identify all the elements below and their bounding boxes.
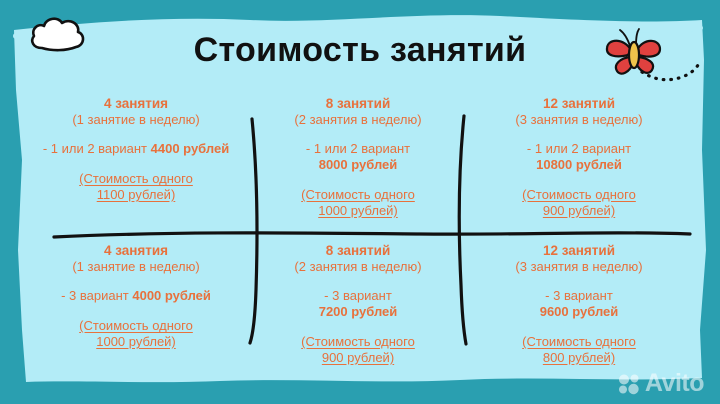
cell-option-prefix: - 3 вариант bbox=[545, 288, 613, 304]
cell-per-unit-line2: 1000 рублей) bbox=[318, 202, 398, 218]
cell-option-prefix: - 3 вариант bbox=[61, 288, 129, 304]
cell-option-amount: 7200 рублей bbox=[318, 304, 398, 320]
cell-subheading: (1 занятие в неделю) bbox=[72, 112, 200, 128]
cell-option: - 1 или 2 вариант 10800 рублей bbox=[470, 141, 688, 173]
cell-per-unit-line1: (Стоимость одного bbox=[79, 171, 193, 187]
avito-logo-icon bbox=[618, 374, 639, 394]
cell-option: - 3 вариант 7200 рублей bbox=[258, 288, 458, 320]
cell-per-unit-line2: 1100 рублей) bbox=[96, 187, 176, 203]
cell-heading: 4 занятия bbox=[103, 243, 169, 258]
cell-per-unit-line2: 900 рублей) bbox=[321, 349, 395, 365]
cell-option: - 3 вариант 4000 рублей bbox=[30, 288, 242, 304]
page-title: Стоимость занятий bbox=[193, 31, 527, 69]
cell-option-prefix: - 1 или 2 вариант bbox=[305, 141, 411, 157]
cell-subheading: (3 занятия в неделю) bbox=[515, 259, 643, 275]
cell-per-unit-line1: (Стоимость одного bbox=[522, 334, 636, 350]
cell-option-prefix: - 1 или 2 вариант bbox=[42, 141, 148, 157]
pricing-cell-r1c2: 8 занятий (2 занятия в неделю) - 1 или 2… bbox=[258, 96, 458, 219]
cloud-icon bbox=[30, 17, 85, 52]
cell-option-prefix: - 3 вариант bbox=[324, 288, 392, 304]
cell-per-unit-line2: 800 рублей) bbox=[542, 349, 616, 365]
cell-option-amount: 8000 рублей bbox=[318, 157, 398, 173]
pricing-cell-r1c1: 4 занятия (1 занятие в неделю) - 1 или 2… bbox=[30, 96, 242, 203]
cell-per-unit: (Стоимость одного 1100 рублей) bbox=[30, 171, 242, 203]
cell-per-unit: (Стоимость одного 1000 рублей) bbox=[258, 187, 458, 219]
cell-option: - 1 или 2 вариант 4400 рублей bbox=[30, 141, 242, 157]
cell-per-unit-line1: (Стоимость одного bbox=[522, 187, 636, 203]
avito-watermark-text: Avito bbox=[644, 369, 705, 397]
cell-option-prefix: - 1 или 2 вариант bbox=[526, 141, 632, 157]
cell-per-unit-line1: (Стоимость одного bbox=[79, 318, 193, 334]
cell-per-unit-line2: 900 рублей) bbox=[542, 202, 616, 218]
cell-per-unit-line1: (Стоимость одного bbox=[301, 334, 415, 350]
pricing-cell-r2c3: 12 занятий (3 занятия в неделю) - 3 вари… bbox=[470, 243, 688, 366]
avito-watermark: Avito bbox=[618, 369, 705, 397]
cell-heading: 12 занятий bbox=[542, 96, 616, 111]
cell-option-amount: 4400 рублей bbox=[150, 141, 230, 157]
cell-per-unit-line1: (Стоимость одного bbox=[301, 187, 415, 203]
cell-heading: 4 занятия bbox=[103, 96, 169, 111]
cell-option: - 1 или 2 вариант 8000 рублей bbox=[258, 141, 458, 173]
cell-option: - 3 вариант 9600 рублей bbox=[470, 288, 688, 320]
cell-per-unit-line2: 1000 рублей) bbox=[96, 334, 176, 350]
cell-option-amount: 10800 рублей bbox=[536, 157, 622, 173]
pricing-cell-r2c2: 8 занятий (2 занятия в неделю) - 3 вариа… bbox=[258, 243, 458, 366]
cell-per-unit: (Стоимость одного 1000 рублей) bbox=[30, 318, 242, 350]
cell-option-amount: 4000 рублей bbox=[132, 288, 211, 304]
cell-per-unit: (Стоимость одного 800 рублей) bbox=[470, 334, 688, 366]
butterfly-icon bbox=[605, 28, 700, 82]
cell-heading: 8 занятий bbox=[325, 96, 391, 111]
pricing-cell-r2c1: 4 занятия (1 занятие в неделю) - 3 вариа… bbox=[30, 243, 242, 350]
cell-subheading: (3 занятия в неделю) bbox=[515, 112, 643, 128]
cell-heading: 12 занятий bbox=[542, 243, 616, 258]
pricing-cell-r1c3: 12 занятий (3 занятия в неделю) - 1 или … bbox=[470, 96, 688, 219]
cell-heading: 8 занятий bbox=[325, 243, 391, 258]
cell-subheading: (2 занятия в неделю) bbox=[294, 259, 422, 275]
cell-option-amount: 9600 рублей bbox=[539, 304, 619, 320]
cell-subheading: (2 занятия в неделю) bbox=[294, 112, 422, 128]
cell-subheading: (1 занятие в неделю) bbox=[72, 259, 200, 275]
cell-per-unit: (Стоимость одного 900 рублей) bbox=[258, 334, 458, 366]
cell-per-unit: (Стоимость одного 900 рублей) bbox=[470, 187, 688, 219]
